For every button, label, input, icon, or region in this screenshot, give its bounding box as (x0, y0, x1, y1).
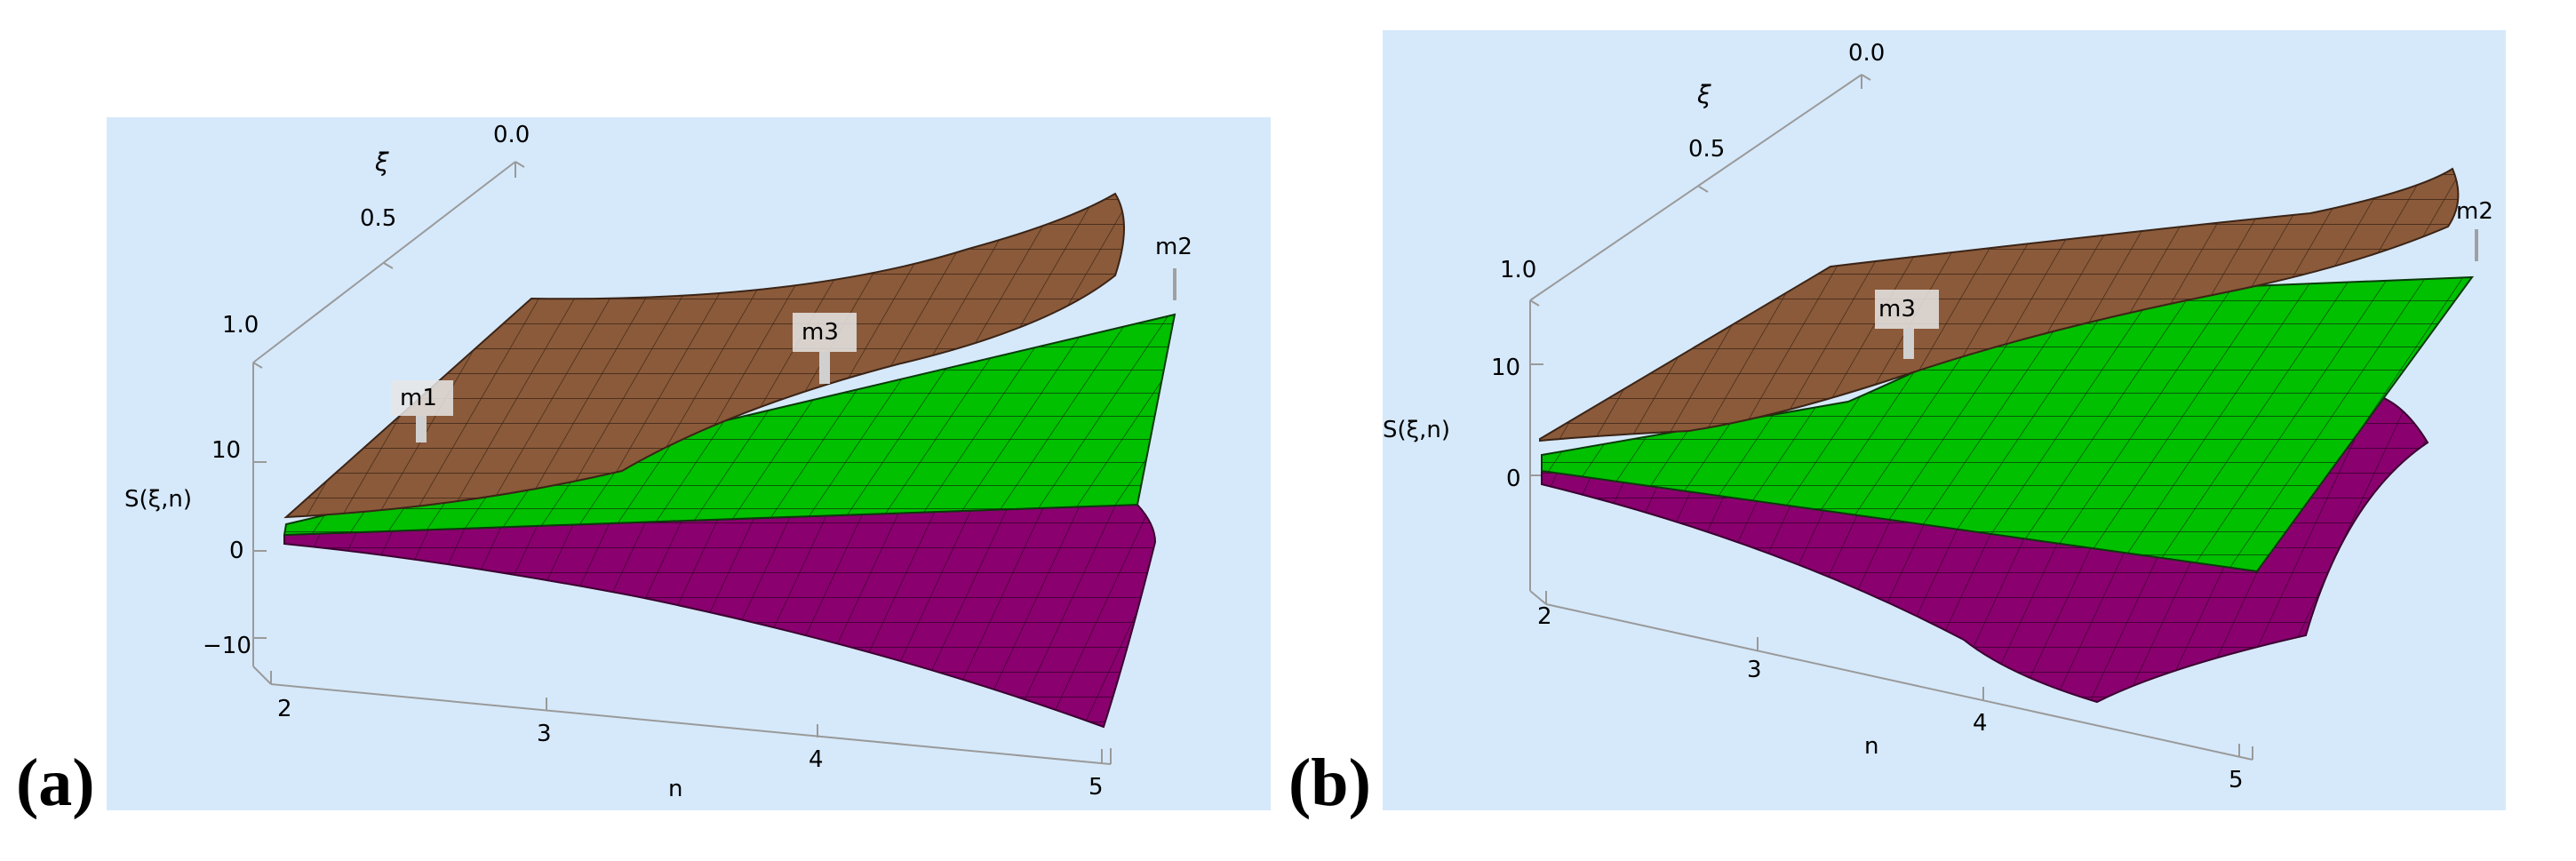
panel-b-ztick-0: 10 (1491, 355, 1520, 381)
panel-b-surface-m1 (1539, 167, 2460, 442)
panel-b-ylabel: ξ (1696, 80, 1711, 109)
panel-a-ytick-0: 0.0 (493, 122, 530, 148)
panel-b-label-m2-text: m2 (2456, 198, 2493, 225)
panel-a-ytick-2: 1.0 (222, 312, 259, 339)
panel-a-ztick-0: 10 (211, 437, 241, 464)
panel-b-ztick-1: 0 (1506, 466, 1521, 492)
panel-a-ticks (252, 161, 1103, 762)
panel-b-axes (1529, 74, 2253, 761)
panel-a-xtick-0: 2 (277, 696, 292, 722)
panel-a-label-m3: m3 (793, 313, 857, 384)
panel-a-ztick-1: 0 (229, 538, 244, 564)
panel-a-surface-m3 (283, 503, 1157, 729)
panel-a-xlabel: n (668, 776, 682, 802)
panel-a-xtick-2: 4 (809, 746, 824, 773)
panel-a-xtick-3: 5 (1089, 774, 1104, 801)
panel-b-xtick-0: 2 (1537, 603, 1552, 630)
panel-b: m3 m2 0.0 0.5 1.0 ξ 10 0 S(ξ,n) 2 3 4 5 … (1383, 30, 2506, 810)
panel-b-label-m3: m3 (1875, 290, 1939, 359)
panel-a-axes (252, 161, 1112, 765)
panel-b-label-m2: m2 (2456, 198, 2493, 261)
panel-b-ytick-0: 0.0 (1848, 40, 1885, 67)
panel-a: m1 m3 m2 0.0 0.5 1.0 ξ 10 0 −10 S(ξ,n) 2… (107, 117, 1271, 810)
panel-b-letter: (b) (1288, 745, 1371, 820)
panel-a-ztick-2: −10 (203, 633, 251, 659)
panel-b-zlabel: S(ξ,n) (1383, 417, 1450, 443)
panel-a-ylabel: ξ (374, 147, 389, 177)
panel-a-ytick-1: 0.5 (360, 205, 396, 232)
panel-b-xtick-1: 3 (1747, 657, 1762, 683)
panel-a-letter: (a) (16, 745, 95, 820)
panel-a-surface-m1 (283, 192, 1125, 519)
panel-a-label-m3-text: m3 (802, 319, 839, 346)
panel-b-xtick-2: 4 (1973, 710, 1988, 737)
panel-a-label-m2-text: m2 (1155, 234, 1192, 260)
panel-b-ytick-2: 1.0 (1500, 257, 1536, 283)
panel-a-zlabel: S(ξ,n) (124, 486, 192, 513)
panel-b-label-m3-text: m3 (1878, 296, 1916, 323)
panel-a-xtick-1: 3 (537, 721, 552, 747)
panel-b-xtick-3: 5 (2229, 767, 2244, 793)
panel-a-label-m1: m1 (391, 380, 453, 442)
panel-a-label-m1-text: m1 (400, 385, 437, 411)
panel-b-ticks (1529, 74, 2240, 757)
panel-a-label-m2: m2 (1155, 234, 1192, 300)
panel-b-ytick-1: 0.5 (1688, 136, 1725, 163)
panel-b-xlabel: n (1864, 733, 1878, 760)
